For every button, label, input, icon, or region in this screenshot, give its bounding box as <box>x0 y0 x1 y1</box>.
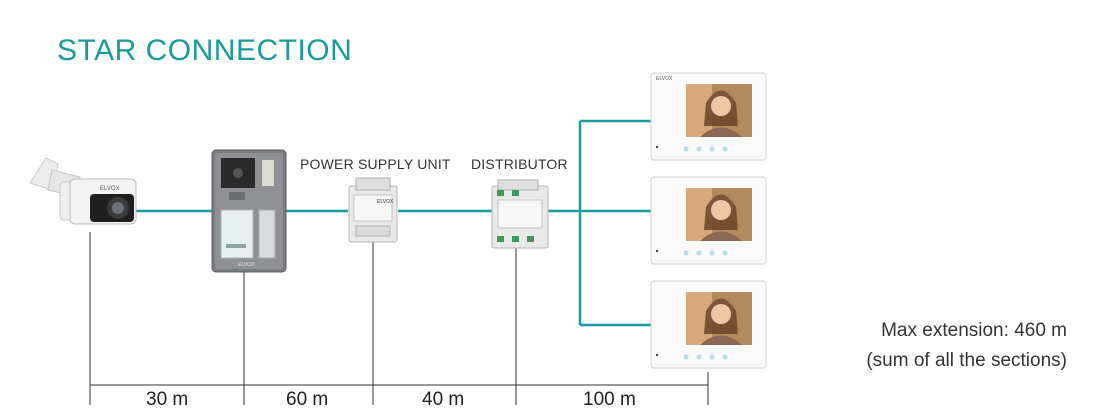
power-supply-label: POWER SUPPLY UNIT <box>300 156 451 172</box>
segment-label-3: 40 m <box>422 389 465 410</box>
segment-label-2: 60 m <box>286 389 329 410</box>
svg-text:ELVOX: ELVOX <box>656 76 673 82</box>
door-panel-icon: ELVOX <box>211 149 287 273</box>
max-extension-label: Max extension: <box>881 320 1009 341</box>
measurement-lines <box>89 232 709 405</box>
segment-label-4: 100 m <box>583 389 636 410</box>
monitor-2-icon <box>650 176 767 265</box>
max-extension-note: Max extension: 460 m <box>881 320 1067 342</box>
diagram-title: STAR CONNECTION <box>57 34 353 67</box>
segment-label-1: 30 m <box>146 389 189 410</box>
sum-sections-note: (sum of all the sections) <box>866 350 1067 371</box>
distributor-label: DISTRIBUTOR <box>471 156 568 172</box>
distributor-icon <box>491 179 549 249</box>
power-supply-icon: ELVOX <box>348 177 398 243</box>
bullet-camera-icon: ELVOX <box>29 157 137 225</box>
wiring <box>134 119 652 327</box>
max-extension-value: 460 m <box>1014 320 1067 341</box>
svg-text:ELVOX: ELVOX <box>377 199 394 205</box>
svg-text:ELVOX: ELVOX <box>100 186 120 192</box>
monitor-3-icon <box>650 280 767 369</box>
monitor-1-icon: ELVOX <box>650 72 767 161</box>
svg-text:ELVOX: ELVOX <box>238 262 255 268</box>
